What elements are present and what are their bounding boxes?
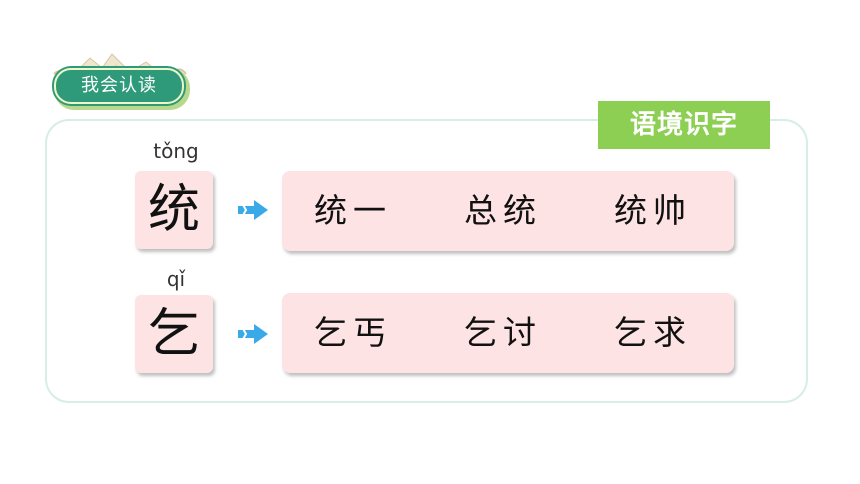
pinyin-label: qǐ (166, 267, 186, 291)
word-item: 统一 (314, 191, 392, 230)
word-item: 乞丐 (314, 313, 392, 352)
word-group-card: 统一 总统 统帅 (282, 171, 734, 251)
word-item: 总统 (464, 191, 542, 230)
pinyin-label: tǒng (153, 139, 199, 163)
word-group-card: 乞丐 乞讨 乞求 (282, 293, 734, 373)
character-card: 乞 (135, 295, 213, 373)
character-card: 统 (135, 171, 213, 249)
section-badge-label: 我会认读 (54, 68, 184, 104)
word-item: 统帅 (614, 191, 692, 230)
word-item: 乞讨 (464, 313, 542, 352)
word-item: 乞求 (614, 313, 692, 352)
context-tag: 语境识字 (598, 101, 770, 149)
arrow-right-icon (238, 200, 268, 220)
section-badge: 我会认读 (50, 50, 192, 112)
arrow-right-icon (238, 324, 268, 344)
